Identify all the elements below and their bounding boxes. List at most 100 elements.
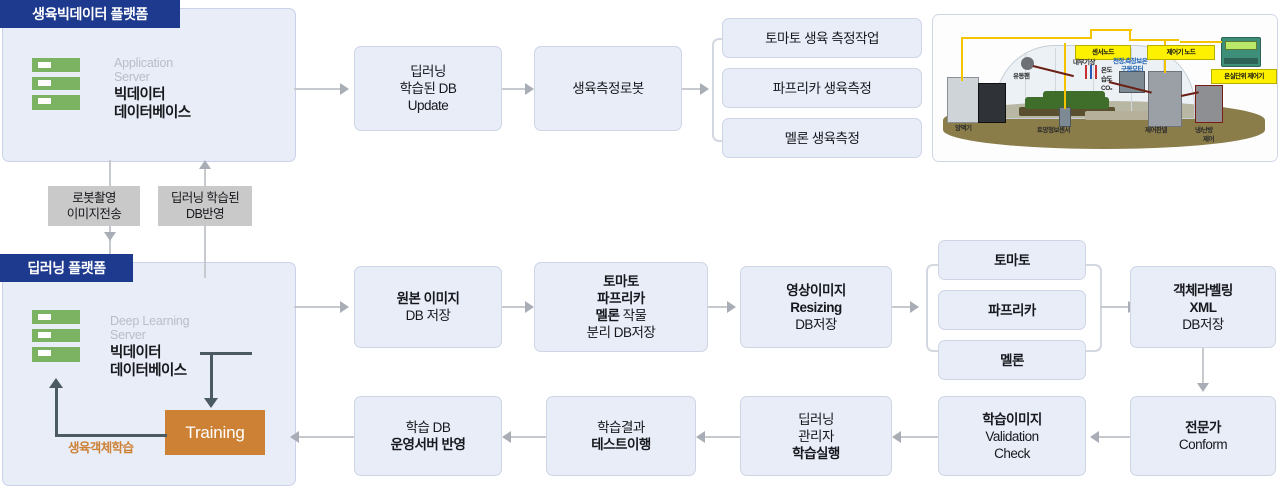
connector-labeling-to-expert [1202, 348, 1204, 388]
box-apply-line1: 학습 DB [405, 420, 451, 435]
box-crop-paprika-measure[interactable]: 파프리카 생육측정 [722, 68, 922, 108]
box-object-labeling-xml[interactable]: 객체라벨링 XML DB저장 [1130, 266, 1276, 348]
box-test-run[interactable]: 학습결과 테스트이행 [546, 396, 696, 476]
greenhouse-text-hvac-2: 제어 [1203, 136, 1214, 143]
nutrient-machine-icon [947, 77, 979, 123]
box-test-line2: 테스트이행 [591, 437, 651, 452]
box-validation-line1: 학습이미지 [982, 411, 1042, 427]
box-croptype-paprika[interactable]: 파프리카 [938, 290, 1086, 330]
box-deep-db-update-line3: Update [407, 98, 449, 113]
greenhouse-text-nutrient-machine: 양액기 [955, 125, 972, 132]
server-label-deep-learning: Deep Learning Server 빅데이터 데이터베이스 [110, 314, 190, 380]
platform-growth-bigdata-title: 생육빅데이터 플랫폼 [0, 0, 180, 28]
greenhouse-diagram-image: 센서노드 제어기 노드 온실단위 제어기 내부기상 천장,측장보온 구동모터 온… [932, 14, 1278, 162]
connector-training-loop-v [55, 388, 58, 435]
box-growth-robot[interactable]: 생육측정로봇 [534, 46, 682, 131]
connector-db-to-training-v [210, 352, 213, 400]
server-main-line1: 빅데이터 [110, 345, 162, 361]
arrow-training-loop [49, 378, 63, 388]
connector-training-loop-h [55, 434, 167, 437]
box-expert-line1: 전문가 [1185, 420, 1221, 435]
box-crop-tomato-measure[interactable]: 토마토 생육 측정작업 [722, 18, 922, 58]
box-deep-db-update-line1: 딥러닝 [410, 64, 446, 79]
connector-db-to-training-h [200, 352, 252, 355]
arrow-update-to-robot [525, 83, 534, 95]
box-croptype-tomato[interactable]: 토마토 [938, 240, 1086, 280]
greenhouse-text-circulation-fan: 유동팬 [1013, 73, 1030, 80]
greenhouse-text-co2: CO₂ [1101, 85, 1113, 92]
arrow-p1-to-update [340, 83, 349, 95]
server-main-line2: 데이터베이스 [110, 363, 187, 379]
box-crop-melon-measure[interactable]: 멜론 생육측정 [722, 118, 922, 158]
box-labeling-line3: DB저장 [1182, 316, 1224, 332]
hvac-photo-icon [1195, 85, 1223, 123]
box-deep-db-update[interactable]: 딥러닝 학습된 DB Update [354, 46, 502, 131]
connector-update-to-robot [502, 88, 530, 90]
box-test-line1: 학습결과 [597, 420, 645, 435]
flow-label-db-apply: 딥러닝 학습된 DB반영 [158, 186, 252, 226]
box-labeling-line2: XML [1189, 299, 1217, 315]
box-image-resizing-db[interactable]: 영상이미지 Resizing DB저장 [740, 266, 892, 348]
greenhouse-tag-controller-node: 제어기 노드 [1147, 45, 1215, 60]
box-croptype-melon[interactable]: 멜론 [938, 340, 1086, 380]
box-crop-split-line2: 파프리카 [597, 291, 645, 306]
box-croptype-melon-label: 멜론 [1000, 352, 1024, 368]
connector-robot-to-crops [682, 88, 706, 90]
platform-deep-learning-title: 딥러닝 플랫폼 [0, 254, 133, 282]
connector-types-to-labeling [1100, 306, 1132, 308]
connector-p1-to-update [294, 88, 342, 90]
connector-original-to-split [502, 306, 530, 308]
flow-label-db-apply-line2: DB반영 [186, 207, 225, 221]
bracket-croptype-fanin [1086, 264, 1102, 352]
arrow-labeling-to-expert [1197, 383, 1209, 392]
box-train-execute[interactable]: 딥러닝 관리자 학습실행 [740, 396, 892, 476]
server-label-application: Application Server 빅데이터 데이터베이스 [114, 56, 191, 122]
box-validation-check[interactable]: 학습이미지 Validation Check [938, 396, 1086, 476]
box-apply-line2: 운영서버 반영 [390, 437, 466, 452]
box-crop-tomato-measure-label: 토마토 생육 측정작업 [765, 30, 879, 46]
server-icon-deep-learning [28, 310, 84, 362]
training-loop-label: 생육객체학습 [68, 441, 134, 455]
connector-validation-to-train [896, 436, 938, 438]
box-labeling-line1: 객체라벨링 [1173, 282, 1233, 298]
box-resizing-line1: 영상이미지 [786, 282, 846, 298]
box-croptype-paprika-label: 파프리카 [988, 302, 1036, 318]
box-train-line2: 관리자 [798, 428, 834, 444]
box-apply-operation-server[interactable]: 학습 DB 운영서버 반영 [354, 396, 502, 476]
flow-label-db-apply-line1: 딥러닝 학습된 [170, 191, 240, 205]
box-original-image-db-line2: DB 저장 [405, 308, 451, 323]
server-main-line2: 데이터베이스 [114, 105, 191, 121]
flow-label-robot-image-line1: 로봇촬영 [72, 191, 116, 205]
arrow-original-to-split [525, 301, 534, 313]
arrow-p2-to-original [340, 301, 349, 313]
server-main-line1: 빅데이터 [114, 87, 166, 103]
arrow-split-to-resize [727, 301, 736, 313]
box-expert-line2: Conform [1178, 437, 1228, 452]
connector-train-to-test [700, 436, 740, 438]
training-box[interactable]: Training [165, 410, 265, 455]
box-growth-robot-label: 생육측정로봇 [572, 81, 644, 96]
control-panel-icon [1148, 71, 1182, 127]
arrow-robot-to-crops [700, 83, 709, 95]
connector-split-to-resize [708, 306, 734, 308]
server-icon-application [28, 58, 84, 110]
server-sub-line2: Server [110, 328, 146, 342]
box-validation-line3: Check [994, 445, 1030, 461]
box-crop-split-line1: 토마토 [603, 274, 639, 289]
arrow-db-to-training [204, 398, 218, 408]
arrow-platform2-up [199, 160, 211, 169]
arrow-platform1-down [104, 232, 116, 241]
arrow-apply-to-platform2 [290, 431, 299, 443]
greenhouse-text-hvac-1: 냉/난방 [1195, 127, 1213, 134]
box-original-image-db[interactable]: 원본 이미지 DB 저장 [354, 266, 502, 348]
box-train-line3: 학습실행 [792, 445, 840, 461]
box-crop-split-db[interactable]: 토마토 파프리카 멜론 작물 분리 DB저장 [534, 262, 708, 352]
arrow-expert-to-validation [1090, 431, 1099, 443]
box-validation-line2: Validation [985, 428, 1039, 444]
greenhouse-text-humidity: 습도 [1101, 76, 1112, 83]
greenhouse-text-soil-sensor: 토양정보센서 [1037, 127, 1070, 134]
arrow-test-to-apply [502, 431, 511, 443]
greenhouse-text-roof-insulation: 천장,측장보온 [1113, 58, 1148, 65]
box-expert-conform[interactable]: 전문가 Conform [1130, 396, 1276, 476]
